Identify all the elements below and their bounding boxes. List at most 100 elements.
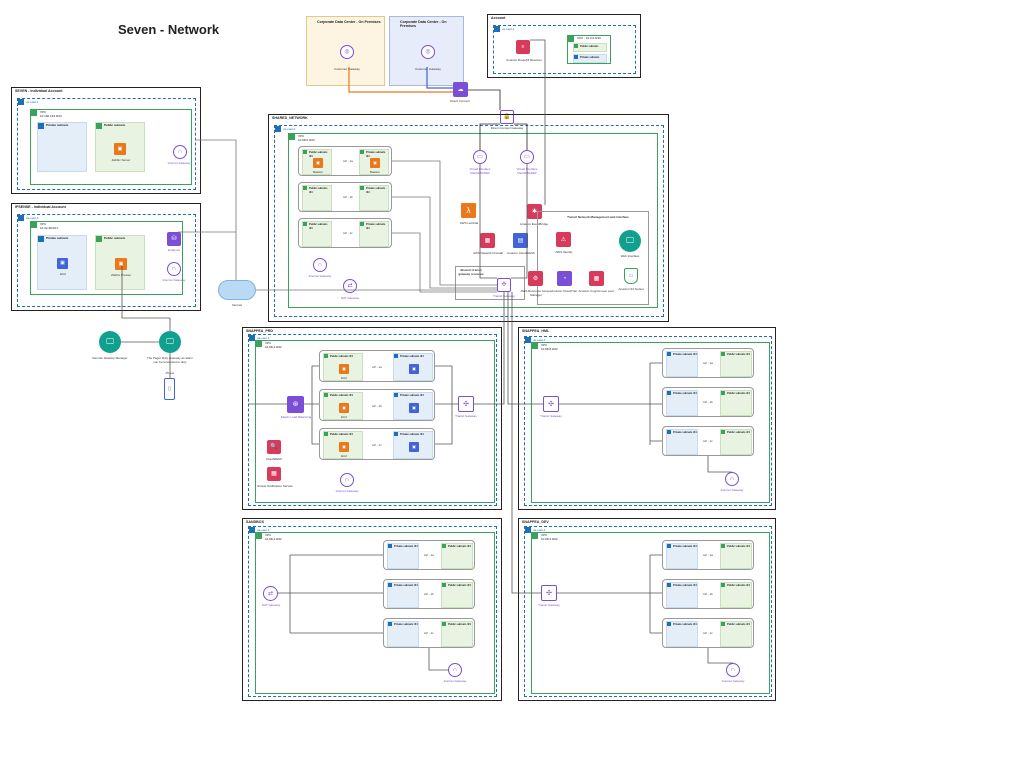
hml-public-subnet: Public subnets /24 xyxy=(720,429,752,455)
subnet-label: Public subnets /24 xyxy=(727,584,750,587)
dev-az-row-1b: Private subnets /24 AZ - 1b Public subne… xyxy=(662,579,754,609)
subnet-label: Private subnets xyxy=(580,56,600,59)
subnet-label: Public subnets xyxy=(104,236,126,240)
subnet-label: Private subnets /24 xyxy=(366,187,386,194)
subnet-label: Public subnets /24 xyxy=(309,223,328,230)
region-tag-icon xyxy=(525,527,531,533)
subnet-label: Private subnets /24 xyxy=(394,545,418,548)
customer-gateway-1-label: Customer Gateway xyxy=(334,67,360,71)
hml-private-subnet: Private subnets /24 xyxy=(666,390,698,416)
region-label: us-east-1 xyxy=(26,216,39,220)
alb-icon: ⊛ xyxy=(287,396,304,413)
vpc-tag-icon xyxy=(568,36,574,42)
route53-label: Amazon Route53 Resolver xyxy=(506,58,542,62)
line-tgw-dev xyxy=(511,292,541,594)
account-snappea-hml-label: SNAPPEA_HML xyxy=(522,329,550,333)
sandbox-az-row-1a: Private subnets /24 AZ - 1a Public subne… xyxy=(383,540,475,570)
tnm-box xyxy=(537,211,649,305)
bastion-label: Bastion xyxy=(369,170,380,174)
shared-nat-icon: ⇄ xyxy=(343,279,357,293)
line-pager-ipsense xyxy=(121,266,171,331)
internet-cloud-icon xyxy=(218,280,256,300)
subnet-label: Private subnets xyxy=(46,123,69,127)
region-label: us-east-1 xyxy=(533,338,546,342)
vpc-tag-icon xyxy=(532,343,538,349)
hml-public-subnet: Public subnets /24 xyxy=(720,390,752,416)
vpc-tag-icon xyxy=(256,341,262,347)
subnet-label: Public subnets xyxy=(580,45,599,48)
top-public-subnet: Public subnets xyxy=(573,43,607,52)
subnet-tag-icon xyxy=(96,123,102,129)
seven-igw-label: Internet Gateway xyxy=(167,161,191,165)
subnet-label: Private subnets /24 xyxy=(394,584,418,587)
shared-tgw-icon: ✣ xyxy=(497,278,511,292)
dc-gateway-label: Direct Connect Gateway xyxy=(490,126,524,130)
hml-private-subnet: Private subnets /24 xyxy=(666,429,698,455)
sandbox-igw-label: Internet Gateway xyxy=(443,679,467,683)
tnm-label: Transit Network Management web interface xyxy=(567,215,629,219)
cloudwatch-icon: ▤ xyxy=(513,233,528,248)
vpc-name: VPC xyxy=(265,341,272,345)
network-manager-icon: ⚠ xyxy=(556,232,571,247)
ipsense-endpoint-label: Endpoint xyxy=(168,248,180,252)
az-label: AZ - 1a xyxy=(372,365,382,369)
vpc-tag-icon xyxy=(256,533,262,539)
dev-tgw-label: Transit Gateway xyxy=(538,603,560,607)
az-label: AZ - 1b xyxy=(343,195,353,199)
line-vif-a-tgw xyxy=(479,164,497,279)
subnet-tag-icon xyxy=(574,55,578,59)
prd-tgw-label: Transit Gateway xyxy=(455,414,477,418)
subnet-label: Private subnets /24 xyxy=(673,584,697,587)
dev-private-subnet: Private subnets /24 xyxy=(666,582,698,608)
ec2-icon: ▣ xyxy=(339,442,349,452)
prd-az-row-1a: Public subnets /24▣EC2 AZ - 1a Private s… xyxy=(319,350,435,382)
ec2-label: EC2 xyxy=(341,454,347,458)
subnet-label: Private subnets /24 xyxy=(673,392,697,395)
vpc-tag-icon xyxy=(31,110,37,116)
shared-tgw-box xyxy=(455,266,525,300)
subnet-label: Private subnets /24 xyxy=(366,151,386,158)
account-sandbox-label: SANDBOX xyxy=(246,520,264,524)
top-private-subnet: Private subnets xyxy=(573,54,607,63)
sns-label: Simple Notification Service xyxy=(257,484,293,488)
subnet-label: Private subnets xyxy=(46,236,69,240)
internet-label: Internet xyxy=(231,303,243,307)
ec2-icon: ▣ xyxy=(339,364,349,374)
cognito-icon: ▦ xyxy=(589,271,604,286)
sandbox-az-row-1b: Private subnets /24 AZ - 1b Public subne… xyxy=(383,579,475,609)
az-label: AZ - 1c xyxy=(424,631,434,635)
line-shared-rows-tgw-2 xyxy=(392,196,497,289)
zabbix-proxy-label: Zabbix Proxies xyxy=(111,273,131,277)
dc-gateway-icon: 🔒 xyxy=(500,110,514,124)
desktop-manager-icon: 🖵 xyxy=(99,331,121,353)
vpc-tag-icon xyxy=(31,222,37,228)
subnet-tag-icon xyxy=(38,123,44,129)
dev-private-subnet: Private subnets /24 xyxy=(666,621,698,647)
az-label: AZ - 1c xyxy=(703,439,713,443)
subnet-tag-icon xyxy=(721,583,725,587)
hml-tgw-label: Transit Gateway xyxy=(540,414,562,418)
account-seven-label: SEVEN - Individual Account xyxy=(15,89,63,93)
line-sandbox-igw xyxy=(428,648,448,671)
cloudwatch-alarm-label: CloudWatch xyxy=(265,457,283,461)
subnet-tag-icon xyxy=(394,393,398,397)
vpc-name: VPC xyxy=(265,533,272,537)
subnet-tag-icon xyxy=(667,544,671,548)
region-tag-icon xyxy=(18,99,24,105)
dev-az-row-1c: Private subnets /24 AZ - 1c Public subne… xyxy=(662,618,754,648)
lambda-icon: λ xyxy=(461,203,476,218)
